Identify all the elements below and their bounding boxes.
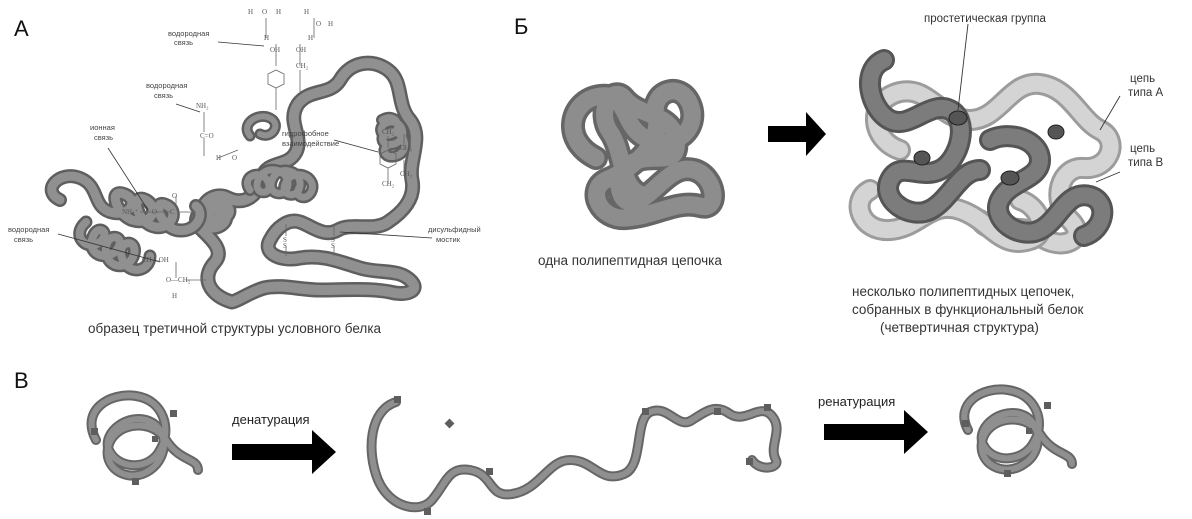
chem-s-4: S bbox=[331, 242, 335, 250]
panel-a-letter: А bbox=[14, 16, 29, 41]
panel-b-caption-quaternary-3: (четвертичная структура) bbox=[880, 320, 1039, 335]
chem-o-2: O bbox=[316, 20, 321, 28]
annotation-hbond-left-1: водородная bbox=[8, 225, 49, 234]
panel-b-letter: Б bbox=[514, 14, 528, 39]
panel-b: Б одна полипептидная цепочка bbox=[514, 13, 1164, 335]
panel-b-caption-quaternary-2: собранных в функциональный белок bbox=[852, 302, 1084, 317]
label-chain-a-2: типа А bbox=[1128, 87, 1164, 99]
chem-h-6: H bbox=[308, 34, 313, 42]
chem-o-4: O bbox=[152, 208, 157, 216]
panel-b-caption-single: одна полипептидная цепочка bbox=[538, 253, 722, 268]
chem-choh: CH—OH bbox=[142, 256, 169, 264]
annotation-disulfide-2: мостик bbox=[436, 235, 461, 244]
annotation-hbond-top-2: связь bbox=[174, 38, 193, 47]
label-chain-b-1: цепь bbox=[1130, 143, 1155, 155]
chem-oh-2: OH bbox=[296, 46, 306, 54]
label-prosthetic-group: простетическая группа bbox=[924, 13, 1047, 25]
chem-ch3-1: CH₃ bbox=[400, 144, 413, 152]
renaturation-arrow bbox=[824, 410, 928, 454]
chem-h-8: H bbox=[172, 292, 177, 300]
chem-o-3: O bbox=[232, 154, 237, 162]
panel-c-letter: В bbox=[14, 368, 29, 393]
chem-och2: O—CH₂ bbox=[166, 276, 191, 284]
panel-a: А bbox=[8, 8, 481, 336]
chem-c: C bbox=[170, 208, 175, 216]
quaternary-protein bbox=[860, 60, 1111, 243]
denaturation-label: денатурация bbox=[232, 412, 310, 427]
annotation-hbond-mid-1: водородная bbox=[146, 81, 187, 90]
panel-c: В денатурация bbox=[14, 368, 1072, 515]
chem-h-7: H bbox=[216, 154, 221, 162]
chem-ch3-2: CH₃ bbox=[400, 170, 413, 178]
label-chain-b-2: типа В bbox=[1128, 157, 1164, 169]
chem-co: C=O bbox=[200, 132, 214, 140]
chem-o-1: O bbox=[262, 8, 267, 16]
chem-oh-1: OH bbox=[270, 46, 280, 54]
chem-o-5: O bbox=[172, 192, 177, 200]
tertiary-protein-chain bbox=[52, 63, 416, 302]
annotation-disulfide-1: дисульфидный bbox=[428, 225, 481, 234]
annotation-hydrophobic-1: гидрофобное bbox=[282, 129, 329, 138]
chem-nh2: NH₂ bbox=[196, 102, 209, 110]
annotation-hbond-top-1: водородная bbox=[168, 29, 209, 38]
unfolded-chain-markers bbox=[394, 396, 771, 515]
denaturation-arrow bbox=[232, 430, 336, 474]
unfolded-chain bbox=[372, 402, 777, 507]
chem-s-2: S bbox=[283, 242, 287, 250]
chem-h-1: H bbox=[248, 8, 253, 16]
annotation-hydrophobic-2: взаимодействие bbox=[282, 139, 339, 148]
chem-ch2-1: CH₂ bbox=[296, 62, 309, 70]
single-polypeptide-chain bbox=[573, 91, 713, 218]
chem-h-3: H bbox=[304, 8, 309, 16]
chem-h-5: H bbox=[264, 34, 269, 42]
folded-protein-right bbox=[964, 389, 1072, 469]
label-chain-a-1: цепь bbox=[1130, 73, 1155, 85]
chem-nh3: NH₃⁺ bbox=[122, 208, 139, 216]
folded-protein-left bbox=[92, 395, 198, 475]
annotation-hbond-mid-2: связь bbox=[154, 91, 173, 100]
annotation-ionic-2: связь bbox=[94, 133, 113, 142]
annotation-ionic-1: ионная bbox=[90, 123, 115, 132]
chem-ch2-3: CH₂ bbox=[382, 180, 395, 188]
panel-b-caption-quaternary-1: несколько полипептидных цепочек, bbox=[852, 284, 1074, 299]
chem-ch2-2: CH₂ bbox=[382, 128, 395, 136]
chem-h-2: H bbox=[276, 8, 281, 16]
chem-h-4: H bbox=[328, 20, 333, 28]
annotation-hbond-left-2: связь bbox=[14, 235, 33, 244]
renaturation-label: ренатурация bbox=[818, 394, 895, 409]
panel-a-caption: образец третичной структуры условного бе… bbox=[88, 321, 382, 336]
transition-arrow-b bbox=[768, 112, 826, 156]
